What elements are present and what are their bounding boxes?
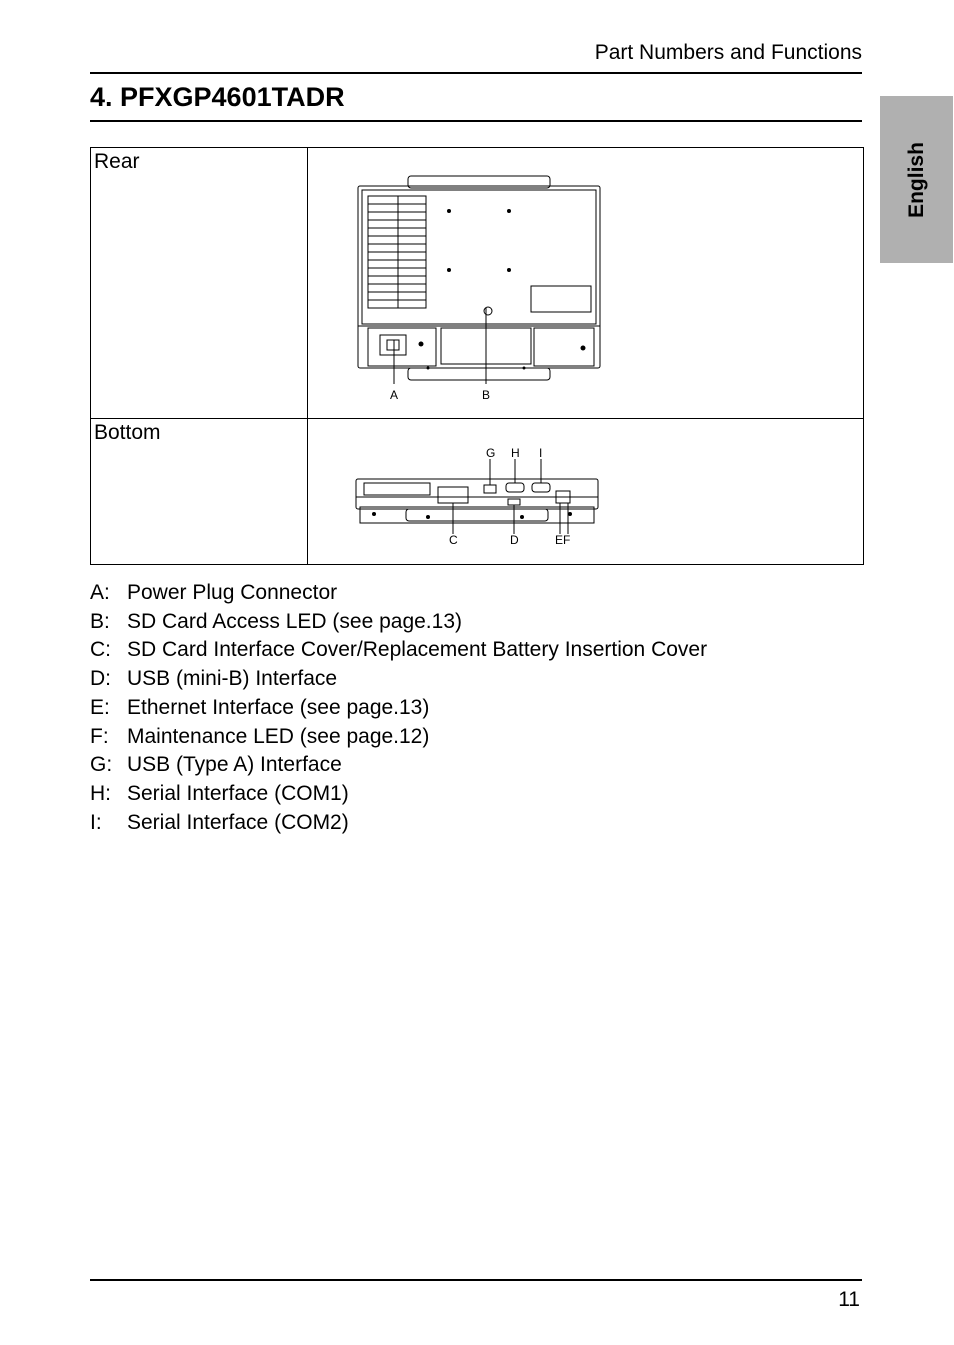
table-row-bottom: Bottom bbox=[90, 418, 864, 565]
page-number: 11 bbox=[838, 1288, 860, 1311]
page-title: 4. PFXGP4601TADR bbox=[90, 82, 345, 112]
callout-g: G bbox=[486, 446, 495, 460]
legend-key: C: bbox=[90, 638, 111, 662]
callout-d: D bbox=[510, 533, 519, 547]
parts-table: Rear bbox=[90, 147, 864, 565]
legend-text: Serial Interface (COM1) bbox=[127, 781, 349, 805]
legend-text: SD Card Access LED (see page.13) bbox=[127, 609, 462, 633]
legend-key: G: bbox=[90, 753, 113, 777]
language-tab: English bbox=[880, 96, 953, 263]
legend-text: Ethernet Interface (see page.13) bbox=[127, 695, 430, 719]
rear-view-diagram: A B bbox=[357, 175, 601, 402]
list-item: C: SD Card Interface Cover/Replacement Ba… bbox=[90, 636, 707, 665]
list-item: G: USB (Type A) Interface bbox=[90, 751, 707, 780]
callout-ef: EF bbox=[555, 533, 570, 547]
list-item: B: SD Card Access LED (see page.13) bbox=[90, 608, 707, 637]
list-item: A: Power Plug Connector bbox=[90, 579, 707, 608]
running-header: Part Numbers and Functions bbox=[594, 41, 862, 64]
footer-rule bbox=[90, 1279, 862, 1281]
callout-h: H bbox=[511, 446, 520, 460]
legend-key: D: bbox=[90, 667, 111, 691]
list-item: I: Serial Interface (COM2) bbox=[90, 809, 707, 838]
legend-text: USB (mini-B) Interface bbox=[127, 667, 338, 691]
list-item: F: Maintenance LED (see page.12) bbox=[90, 723, 707, 752]
rear-figure-cell: A B bbox=[307, 147, 864, 419]
list-item: D: USB (mini-B) Interface bbox=[90, 665, 707, 694]
list-item: E: Ethernet Interface (see page.13) bbox=[90, 694, 707, 723]
legend-key: E: bbox=[90, 695, 110, 719]
parts-legend: A: Power Plug Connector B: SD Card Access … bbox=[90, 579, 707, 837]
bottom-view-diagram: G H I C D EF bbox=[355, 446, 599, 547]
table-row-rear: Rear bbox=[90, 147, 864, 419]
callout-c: C bbox=[449, 533, 458, 547]
rear-label: Rear bbox=[90, 147, 308, 419]
legend-key: H: bbox=[90, 781, 111, 805]
legend-text: USB (Type A) Interface bbox=[127, 753, 342, 777]
legend-key: B: bbox=[90, 609, 110, 633]
callout-i: I bbox=[539, 446, 542, 460]
language-tab-label: English bbox=[904, 141, 928, 218]
legend-key: I: bbox=[90, 810, 102, 834]
legend-text: Serial Interface (COM2) bbox=[127, 810, 349, 834]
legend-key: A: bbox=[90, 581, 110, 604]
legend-text: Maintenance LED (see page.12) bbox=[127, 724, 430, 748]
bottom-label: Bottom bbox=[90, 418, 308, 565]
callout-b: B bbox=[482, 388, 490, 402]
title-rule bbox=[90, 120, 862, 122]
legend-text: Power Plug Connector bbox=[127, 581, 338, 604]
header-rule bbox=[90, 72, 862, 74]
legend-key: F: bbox=[90, 724, 109, 748]
callout-a: A bbox=[390, 388, 398, 402]
bottom-figure-cell: G H I C D EF bbox=[307, 418, 864, 565]
legend-text: SD Card Interface Cover/Replacement Batt… bbox=[127, 638, 708, 662]
list-item: H: Serial Interface (COM1) bbox=[90, 780, 707, 809]
